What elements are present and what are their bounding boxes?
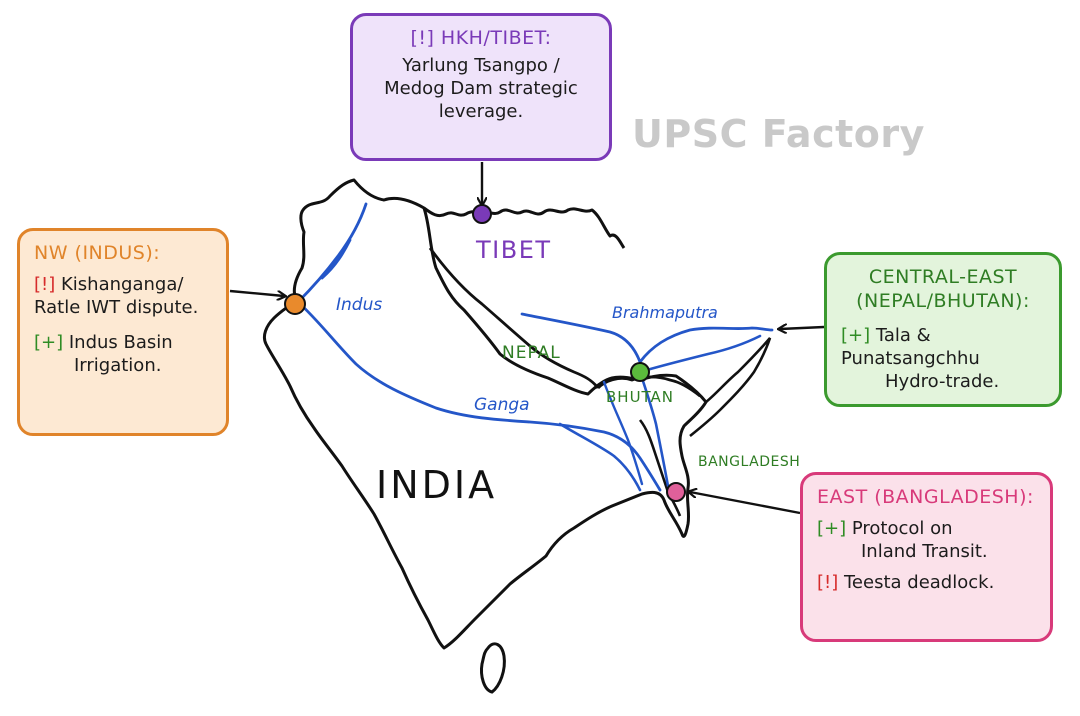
nw-item-text: Kishanganga/ [61, 274, 184, 296]
plus-tag: [+] [841, 324, 871, 346]
plus-tag: [+] [34, 332, 64, 354]
east-item-text: Protocol on [851, 518, 953, 540]
ganga-tributary [558, 422, 642, 492]
warning-tag: [!] [34, 274, 56, 296]
ganga-label: Ganga [474, 395, 530, 415]
tibet-marker [472, 204, 492, 224]
arrow-nw [229, 289, 284, 296]
tibet-callout-line: Medog Dam strategic [384, 78, 578, 100]
warning-tag: [!] [817, 572, 839, 594]
brahmaputra-lower [638, 370, 670, 488]
tibet-callout-line: Yarlung Tsangpo / [402, 55, 560, 77]
bangladesh-label: BANGLADESH [698, 454, 800, 470]
india-label: INDIA [376, 463, 497, 507]
arrow-central-east [780, 327, 825, 329]
central-east-heading-line: CENTRAL-EAST [868, 266, 1018, 288]
east-item-text: Inland Transit. [861, 541, 988, 563]
east-item-text: Teesta deadlock. [844, 572, 995, 594]
plus-tag: [+] [817, 518, 847, 540]
watermark: UPSC Factory [632, 112, 925, 156]
central-east-callout-heading: CENTRAL-EAST (NEPAL/BHUTAN): [841, 265, 1045, 314]
central-east-item-text: Hydro-trade. [885, 370, 1000, 392]
tibet-callout-line: leverage. [438, 101, 524, 123]
tibet-label: TIBET [475, 236, 552, 264]
nw-item: [!] Kishanganga/ [34, 273, 212, 296]
india-outline [262, 178, 708, 650]
ganga-river [296, 300, 662, 492]
indus-river [296, 202, 368, 304]
bhutan-label: BHUTAN [606, 388, 674, 406]
sri-lanka-outline [480, 642, 506, 694]
nw-marker [284, 293, 306, 315]
nw-item-text: Ratle IWT dispute. [34, 297, 199, 319]
central-east-marker [630, 362, 650, 382]
northeast-border [689, 337, 772, 438]
east-marker [666, 482, 686, 502]
east-callout-heading: EAST (BANGLADESH): [817, 486, 1034, 508]
brahmaputra-side [602, 380, 644, 486]
tibet-callout-heading: [!] HKH/TIBET: [410, 27, 552, 49]
nw-callout-heading: NW (INDUS): [34, 242, 161, 264]
nw-item-text: Irrigation. [74, 355, 162, 377]
central-east-item: [+] Tala & Punatsangchhu [841, 324, 1045, 370]
brahmaputra-river [520, 312, 774, 365]
east-item: [+] Protocol on [817, 517, 1036, 540]
bangladesh-border [638, 419, 682, 517]
nw-callout: NW (INDUS): [!] Kishanganga/ Ratle IWT d… [17, 228, 229, 436]
bhutan-border [597, 375, 701, 398]
nepal-border [428, 247, 600, 389]
nw-item-text: Indus Basin [68, 332, 173, 354]
east-item: [!] Teesta deadlock. [817, 571, 1036, 594]
nw-item: [+] Indus Basin [34, 331, 212, 354]
central-east-callout: CENTRAL-EAST (NEPAL/BHUTAN): [+] Tala & … [824, 252, 1062, 407]
indus-label: Indus [336, 295, 382, 315]
east-callout: EAST (BANGLADESH): [+] Protocol on Inlan… [800, 472, 1053, 642]
brahmaputra-label: Brahmaputra [612, 303, 718, 322]
nepal-label: NEPAL [502, 343, 561, 363]
arrow-east [690, 492, 801, 515]
tibet-callout: [!] HKH/TIBET: Yarlung Tsangpo / Medog D… [350, 13, 612, 161]
central-east-heading-line: (NEPAL/BHUTAN): [856, 290, 1030, 313]
brahmaputra-branch [638, 334, 762, 374]
himalaya-ridge [423, 206, 626, 249]
central-east-item-text: Tala & Punatsangchhu [841, 324, 980, 369]
